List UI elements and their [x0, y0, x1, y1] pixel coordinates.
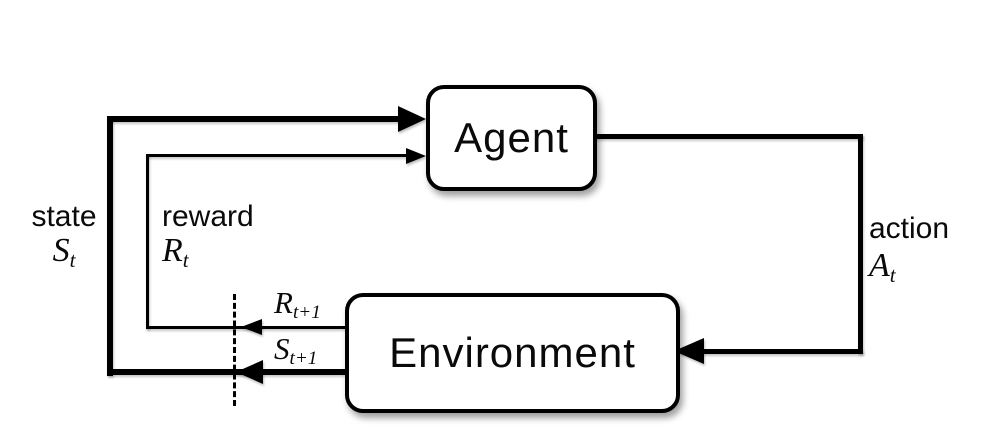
environment-label: Environment [389, 329, 636, 376]
agent-box: Agent [426, 85, 597, 191]
state-into-agent-arrowhead-icon [398, 106, 426, 132]
action-word: action [869, 212, 950, 245]
state-line-left-segment [107, 116, 113, 376]
environment-box: Environment [345, 293, 680, 413]
agent-label: Agent [454, 114, 569, 161]
state-line-top-segment [108, 116, 401, 122]
next-reward-symbol: Rt+1 [274, 285, 321, 322]
next-state-symbol-subscript: t+1 [289, 347, 318, 369]
reward-symbol: Rt [162, 232, 272, 272]
state-line-bottom-segment [107, 369, 347, 375]
action-label-group: action At [869, 212, 979, 287]
reward-label-group: reward Rt [162, 200, 272, 272]
next-state-symbol-base: S [274, 331, 290, 366]
state-label-group: state St [18, 200, 110, 272]
time-step-boundary-dashed-line [233, 294, 236, 406]
action-symbol: At [869, 247, 896, 287]
state-symbol-base: S [52, 232, 70, 269]
reward-into-agent-arrowhead-icon [406, 148, 426, 164]
action-line-bottom-segment [701, 349, 863, 354]
reward-symbol-base: R [162, 232, 183, 269]
state-symbol-subscript: t [69, 247, 76, 272]
action-symbol-base: A [869, 247, 890, 284]
state-symbol: St [18, 232, 110, 272]
action-line-right-segment [858, 134, 863, 354]
next-reward-arrowhead-icon [241, 319, 262, 335]
reward-word: reward [162, 200, 254, 233]
reward-line-top-segment [146, 154, 407, 157]
next-reward-symbol-subscript: t+1 [292, 301, 321, 323]
action-symbol-subscript: t [889, 262, 896, 287]
next-state-arrowhead-icon [236, 360, 263, 384]
next-reward-symbol-base: R [274, 285, 293, 320]
action-line-top-segment [590, 134, 863, 139]
next-state-symbol: St+1 [274, 331, 317, 368]
reward-line-left-segment [146, 154, 149, 329]
state-word: state [31, 200, 97, 233]
reward-symbol-subscript: t [182, 247, 189, 272]
